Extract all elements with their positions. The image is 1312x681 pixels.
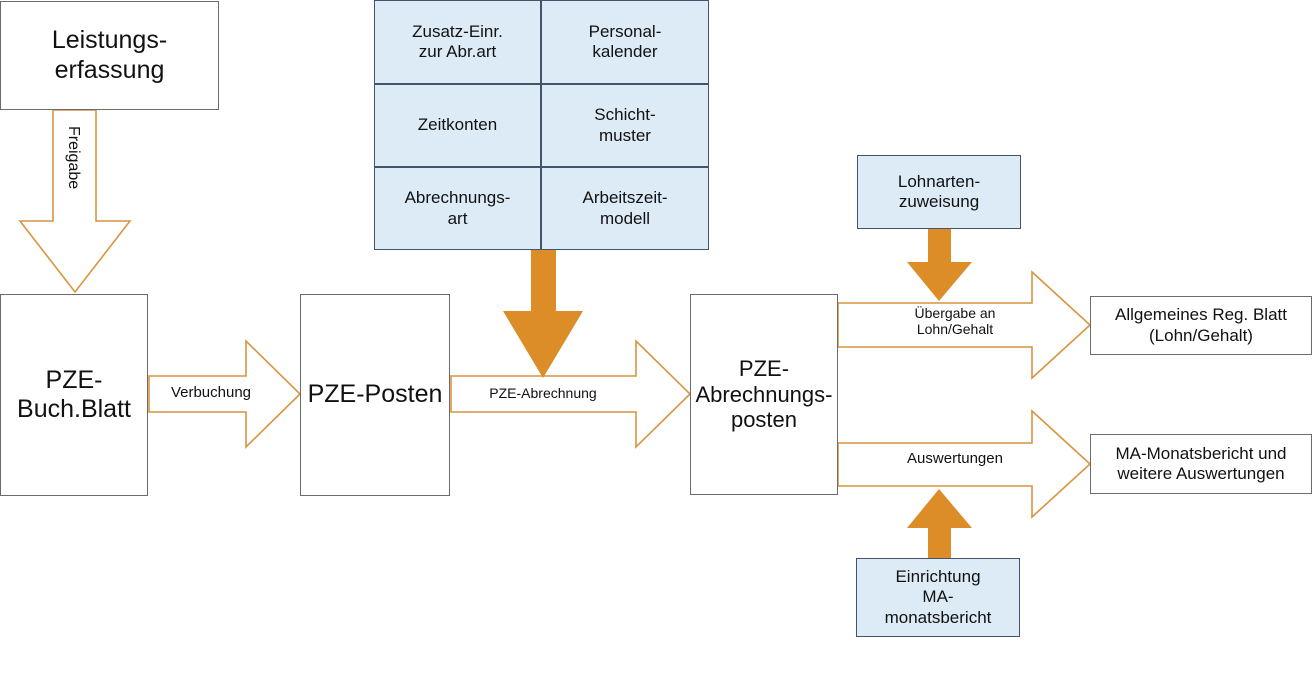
table-cell-personalkalender-line2: kalender xyxy=(592,42,658,61)
edge-label-uebergabe-lohn-gehalt: Übergabe an Lohn/Gehalt xyxy=(875,305,1035,337)
node-einrichtung-line1: Einrichtung xyxy=(895,567,981,587)
arrow-table-to-abrechnung xyxy=(503,249,583,378)
edge-label-auswertungen: Auswertungen xyxy=(872,450,1038,467)
node-ma-monatsbericht-line2: weitere Auswertungen xyxy=(1117,464,1285,483)
table-cell-zusatz-einr[interactable]: Zusatz-Einr. zur Abr.art xyxy=(374,0,541,84)
table-cell-schichtmuster-line2: muster xyxy=(599,125,651,145)
table-cell-arbeitszeitmodell-line2: modell xyxy=(599,208,651,228)
node-allgemeines-reg-blatt-line1: Allgemeines Reg. Blatt xyxy=(1115,305,1287,325)
edge-label-uebergabe-line2: Lohn/Gehalt xyxy=(916,321,994,338)
table-cell-personalkalender-line1: Personal- xyxy=(588,21,662,41)
node-allgemeines-reg-blatt-line2: (Lohn/Gehalt) xyxy=(1149,325,1253,345)
edge-label-auswertungen-text: Auswertungen xyxy=(907,450,1003,467)
node-pze-posten[interactable]: PZE-Posten xyxy=(300,294,450,496)
node-einrichtung-line3: monatsbericht xyxy=(884,607,992,627)
table-cell-arbeitszeitmodell-line1: Arbeitszeit- xyxy=(582,188,668,208)
table-cell-zusatz-einr-line2: zur Abr.art xyxy=(418,42,497,61)
table-cell-abrechnungsart-line2: art xyxy=(447,208,468,228)
node-einrichtung-ma-monatsbericht[interactable]: Einrichtung MA- monatsbericht xyxy=(856,558,1020,637)
node-ma-monatsbericht[interactable]: MA-Monatsbericht und weitere Auswertunge… xyxy=(1090,434,1312,494)
table-cell-abrechnungsart[interactable]: Abrechnungs- art xyxy=(374,167,541,250)
edge-label-freigabe: Freigabe xyxy=(60,126,82,189)
node-leistungserfassung-line2: erfassung xyxy=(54,55,165,84)
node-pze-abrechnungsposten-line3: posten xyxy=(730,407,798,433)
node-pze-posten-label: PZE-Posten xyxy=(307,380,443,409)
table-cell-abrechnungsart-line1: Abrechnungs- xyxy=(404,188,511,208)
node-einrichtung-line2: MA- xyxy=(922,587,954,607)
edge-label-pze-abrechnung-text: PZE-Abrechnung xyxy=(489,385,597,401)
node-pze-buch-blatt[interactable]: PZE- Buch.Blatt xyxy=(0,294,148,496)
node-pze-buch-blatt-line1: PZE- xyxy=(45,365,103,394)
edge-label-pze-abrechnung: PZE-Abrechnung xyxy=(460,385,626,401)
node-ma-monatsbericht-line1: MA-Monatsbericht und xyxy=(1115,443,1287,463)
node-pze-abrechnungsposten-line2: Abrechnungs- xyxy=(695,381,833,407)
table-cell-personalkalender[interactable]: Personal- kalender xyxy=(541,0,709,84)
node-leistungserfassung[interactable]: Leistungs- erfassung xyxy=(0,1,219,110)
table-cell-arbeitszeitmodell[interactable]: Arbeitszeit- modell xyxy=(541,167,709,250)
node-pze-buch-blatt-line2: Buch.Blatt xyxy=(17,395,131,423)
node-lohnartenzuweisung-line1: Lohnarten- xyxy=(897,171,981,191)
edge-label-freigabe-text: Freigabe xyxy=(65,126,82,190)
node-lohnartenzuweisung[interactable]: Lohnarten- zuweisung xyxy=(857,155,1021,229)
node-leistungserfassung-line1: Leistungs- xyxy=(51,26,168,54)
table-cell-zusatz-einr-line1: Zusatz-Einr. xyxy=(412,21,503,41)
table-cell-zeitkonten-label: Zeitkonten xyxy=(417,115,498,135)
arrow-lohnartenzuweisung xyxy=(907,229,972,301)
node-allgemeines-reg-blatt[interactable]: Allgemeines Reg. Blatt (Lohn/Gehalt) xyxy=(1090,296,1312,355)
table-cell-zeitkonten[interactable]: Zeitkonten xyxy=(374,84,541,167)
table-cell-schichtmuster-line1: Schicht- xyxy=(594,105,656,125)
node-pze-abrechnungsposten[interactable]: PZE- Abrechnungs- posten xyxy=(690,294,838,495)
arrow-einrichtung-ma-monatsbericht xyxy=(907,489,972,558)
table-cell-schichtmuster[interactable]: Schicht- muster xyxy=(541,84,709,167)
node-pze-abrechnungsposten-line1: PZE- xyxy=(738,355,790,381)
edge-label-verbuchung: Verbuchung xyxy=(152,384,270,401)
edge-label-verbuchung-text: Verbuchung xyxy=(170,384,252,401)
node-lohnartenzuweisung-line2: zuweisung xyxy=(898,192,980,211)
edge-label-uebergabe-line1: Übergabe an xyxy=(914,305,996,321)
